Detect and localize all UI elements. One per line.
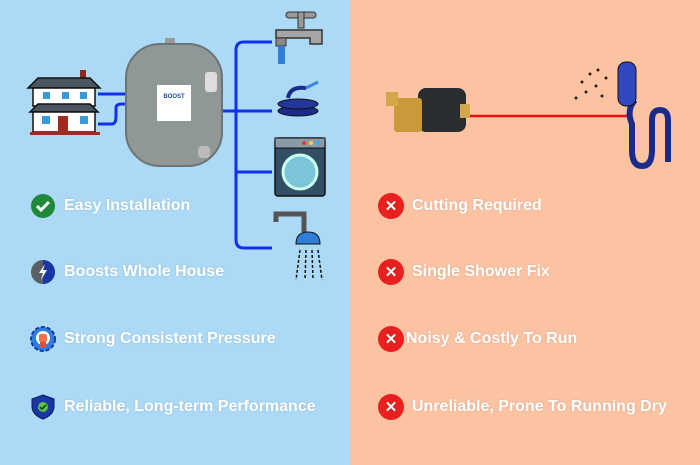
washing-machine-icon <box>274 137 326 197</box>
con-label: Unreliable, Prone To Running Dry <box>412 398 667 415</box>
con-unreliable: ✕ Unreliable, Prone To Running Dry <box>378 394 667 420</box>
x-circle-icon: ✕ <box>378 193 404 219</box>
feature-boosts-whole-house: Boosts Whole House <box>30 259 224 285</box>
pump-panel: ✕ Cutting Required ✕ Single Shower Fix ✕… <box>350 0 700 465</box>
gear-fist-icon <box>30 326 56 352</box>
pipes <box>98 40 272 250</box>
feature-reliable-performance: Reliable, Long-term Performance <box>30 394 316 420</box>
con-noisy-costly: ✕ Noisy & Costly To Run <box>378 326 577 352</box>
accumulator-tank: BOOST <box>125 38 223 167</box>
shield-check-icon <box>31 394 55 420</box>
shower-head-icon <box>574 61 671 170</box>
shower-icon <box>273 211 323 281</box>
x-circle-icon: ✕ <box>378 326 404 352</box>
feature-strong-consistent-pressure: Strong Consistent Pressure <box>30 326 276 352</box>
x-circle-icon: ✕ <box>378 259 404 285</box>
feature-label: Easy Installation <box>64 197 191 214</box>
con-label: Single Shower Fix <box>412 263 550 280</box>
feature-easy-installation: Easy Installation <box>30 193 190 219</box>
hose-icon <box>277 80 319 117</box>
tank-label: BOOST <box>163 94 185 100</box>
pump-icon <box>386 88 470 132</box>
con-cutting-required: ✕ Cutting Required <box>378 193 542 219</box>
con-single-shower-fix: ✕ Single Shower Fix <box>378 259 550 285</box>
tap-icon <box>275 11 323 64</box>
con-label: Noisy & Costly To Run <box>406 330 578 347</box>
house-icon <box>26 70 102 135</box>
accumulator-diagram: BOOST <box>26 11 326 281</box>
feature-label: Strong Consistent Pressure <box>64 330 276 347</box>
con-label: Cutting Required <box>412 197 542 214</box>
lightning-icon <box>31 260 55 284</box>
x-circle-icon: ✕ <box>378 394 404 420</box>
pump-diagram <box>386 61 671 170</box>
feature-label: Reliable, Long-term Performance <box>64 398 316 415</box>
check-badge-icon <box>31 194 55 218</box>
accumulator-panel: BOOST <box>0 0 350 465</box>
feature-label: Boosts Whole House <box>64 263 225 280</box>
